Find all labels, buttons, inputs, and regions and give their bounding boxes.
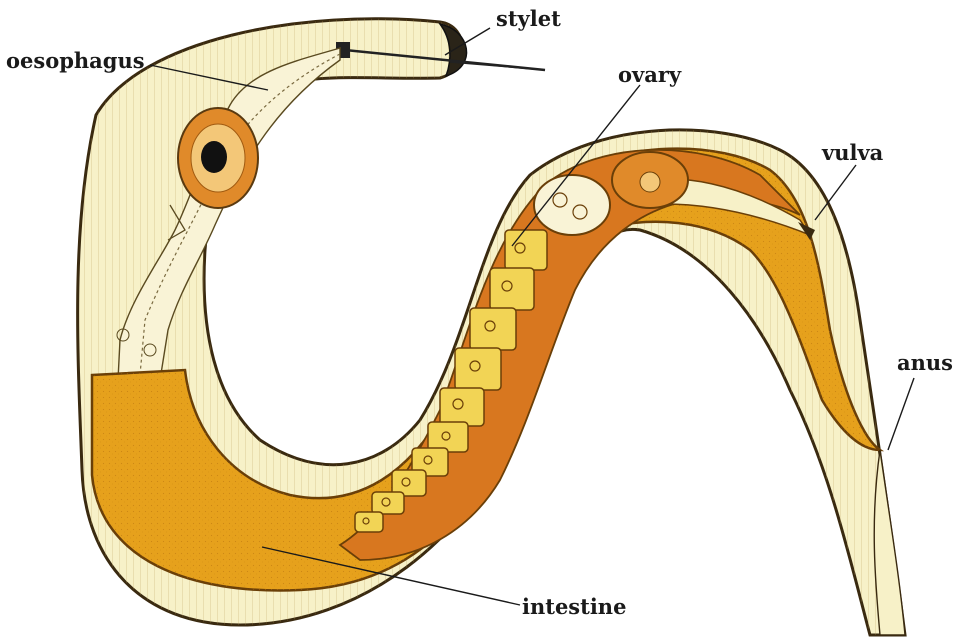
- label-ovary: ovary: [618, 62, 682, 87]
- median-bulb: [178, 108, 258, 208]
- label-oesophagus: oesophagus: [6, 48, 145, 73]
- label-stylet: stylet: [496, 6, 561, 31]
- developing-egg: [612, 152, 688, 208]
- label-vulva: vulva: [821, 140, 884, 165]
- tail-tip: [874, 450, 905, 635]
- label-intestine: intestine: [522, 594, 626, 619]
- leader-anus: [888, 378, 914, 450]
- label-anus: anus: [897, 350, 953, 375]
